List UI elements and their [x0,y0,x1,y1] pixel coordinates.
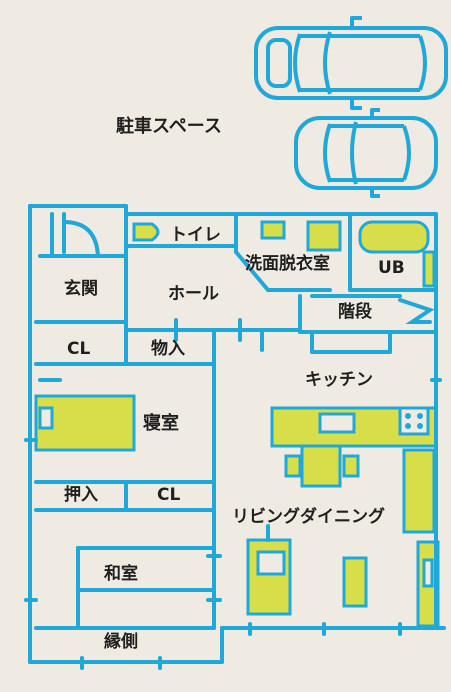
japanese-room-label: 和室 [104,564,138,584]
bedroom-label: 寝室 [143,413,179,434]
kitchen-label: キッチン [305,370,373,390]
walls [24,204,446,670]
toilet-label: トイレ [170,225,221,245]
closet-label-2: CL [157,485,181,505]
sink-icon [306,220,342,252]
entrance-label: 玄関 [64,279,98,299]
fixtures [34,220,440,628]
dining-table-icon [300,444,342,488]
storage-label: 物入 [151,339,185,359]
living-dining-label: リビングダイニング [232,507,385,527]
bathtub-icon [358,220,430,254]
car-icon [294,108,438,198]
oshiire-label: 押入 [64,485,98,505]
car-icon [254,16,448,110]
closet-label: CL [67,339,91,359]
stairs-label: 階段 [338,302,372,322]
veranda-label: 縁側 [104,632,138,652]
hall-label: ホール [168,284,219,304]
toilet-icon [132,222,160,242]
parking-space-label: 駐車スペース [116,116,222,137]
washroom-label: 洗面脱衣室 [245,254,330,274]
bath-label: UB [378,258,405,278]
